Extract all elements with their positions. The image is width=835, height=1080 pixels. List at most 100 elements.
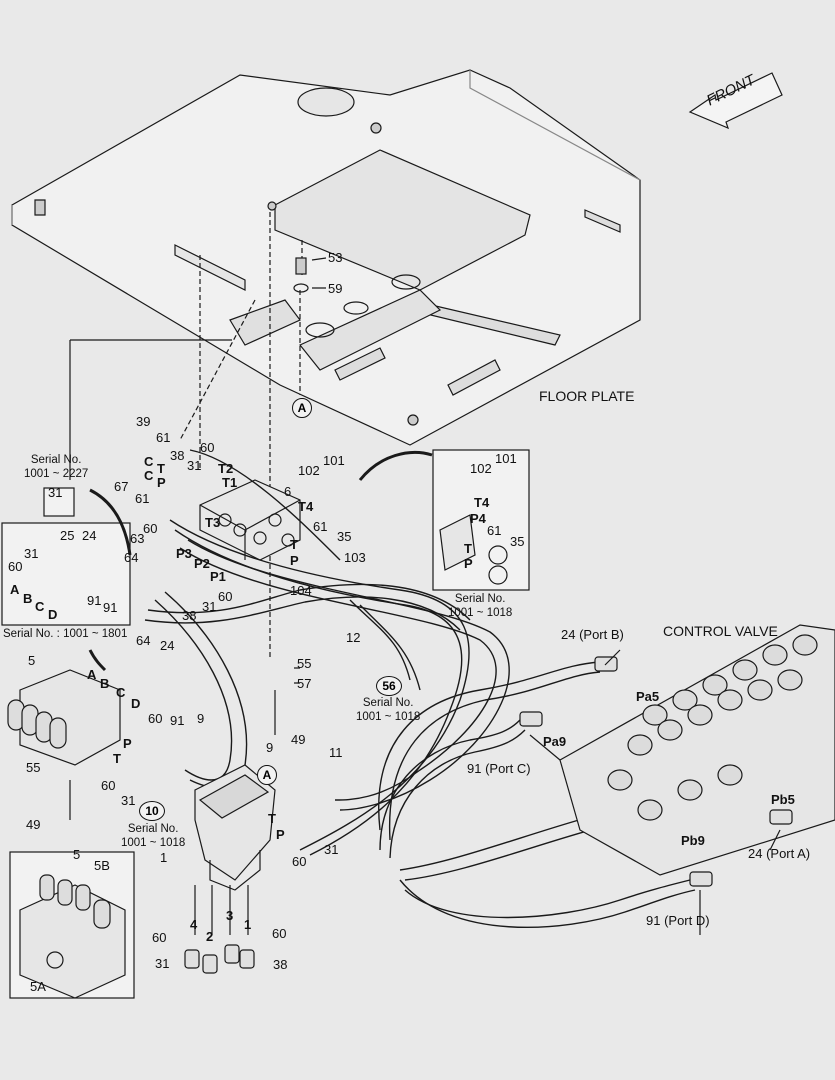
port-d: D	[131, 696, 141, 711]
port-p3: P3	[176, 546, 192, 561]
pb9-label: Pb9	[681, 833, 705, 848]
part-31: 31	[202, 599, 217, 614]
port-p1: P1	[210, 569, 226, 584]
serial-note-2227: Serial No. 1001 ~ 2227	[24, 454, 89, 480]
part-60: 60	[200, 440, 215, 455]
port-b: B	[100, 676, 110, 691]
part-102: 102	[298, 463, 320, 478]
inset2-part-91: 91	[87, 593, 102, 608]
inset2-part-24: 24	[82, 528, 97, 543]
serial-note-1018-mid: Serial No. 1001 ~ 1018	[356, 697, 421, 723]
valve-port-p: P	[276, 827, 285, 842]
part-60: 60	[272, 926, 287, 941]
inset2-part-25: 25	[60, 528, 75, 543]
callout-10: 10	[139, 801, 165, 821]
part-60: 60	[143, 521, 158, 536]
port-t1: T1	[222, 475, 238, 490]
part-49: 49	[291, 732, 306, 747]
port-p-block: P	[290, 553, 299, 568]
part-61: 61	[135, 491, 150, 506]
distribution-block	[199, 479, 301, 561]
port-t2: T2	[218, 461, 234, 476]
inset-part-101: 101	[495, 451, 517, 466]
part-35: 35	[337, 529, 352, 544]
part-6: 6	[284, 484, 292, 499]
port-d-label: 91 (Port D)	[646, 913, 710, 928]
part-101: 101	[323, 453, 345, 468]
pilot-port-4: 4	[190, 917, 198, 932]
pb5-label: Pb5	[771, 792, 795, 807]
part-63: 63	[130, 531, 145, 546]
hose-port-c	[379, 719, 521, 851]
inset2-part-60: 60	[8, 559, 23, 574]
part-31: 31	[187, 458, 202, 473]
port-c-label: 91 (Port C)	[467, 761, 531, 776]
part-31: 31	[48, 485, 63, 500]
inset-port-c: C	[35, 599, 45, 614]
part-5B: 5B	[94, 858, 110, 873]
front-arrow	[688, 72, 783, 130]
part-12: 12	[346, 630, 361, 645]
part-55: 55	[26, 760, 41, 775]
port-c2: C	[144, 468, 154, 483]
pilot-port-1: 1	[244, 917, 252, 932]
part-104: 104	[290, 583, 312, 598]
port-t3: T3	[205, 515, 221, 530]
inset-port-a: A	[10, 582, 20, 597]
part-38: 38	[273, 957, 288, 972]
pilot-port-2: 2	[206, 929, 214, 944]
floor-plate-label: FLOOR PLATE	[539, 388, 635, 404]
port-t: T	[157, 461, 165, 476]
part-60: 60	[292, 854, 307, 869]
part-67: 67	[114, 479, 129, 494]
pa9-label: Pa9	[543, 734, 567, 749]
inset-port-d: D	[48, 607, 58, 622]
callout-a-top: A	[292, 398, 312, 418]
part-1: 1	[160, 850, 168, 865]
part-61: 61	[156, 430, 171, 445]
part-38: 38	[182, 608, 197, 623]
pa5-label: Pa5	[636, 689, 660, 704]
part-39: 39	[136, 414, 151, 429]
part-38: 38	[170, 448, 185, 463]
part-64: 64	[136, 633, 151, 648]
port-c: C	[116, 685, 126, 700]
inset-part-35: 35	[510, 534, 525, 549]
part-64: 64	[124, 550, 139, 565]
part-31: 31	[121, 793, 136, 808]
part-60: 60	[152, 930, 167, 945]
hose-port-b	[378, 661, 601, 831]
part-31: 31	[155, 956, 170, 971]
part-57: 57	[297, 676, 312, 691]
serial-note-1018-low: Serial No. 1001 ~ 1018	[121, 823, 186, 849]
part-61: 61	[313, 519, 328, 534]
part-60: 60	[101, 778, 116, 793]
inset2-part-31: 31	[24, 546, 39, 561]
part-55: 55	[297, 656, 312, 671]
inset-port-b: B	[23, 591, 33, 606]
part-5: 5	[28, 653, 36, 668]
part-103: 103	[344, 550, 366, 565]
part-60: 60	[218, 589, 233, 604]
port-t4: T4	[298, 499, 314, 514]
port-c1: C	[144, 454, 154, 469]
valve-port-t: T	[268, 811, 276, 826]
inset-port-t: T	[464, 541, 472, 556]
part-5: 5	[73, 847, 81, 862]
port-p: P	[157, 475, 166, 490]
callout-a-valve: A	[257, 765, 277, 785]
port-b-label: 24 (Port B)	[561, 627, 624, 642]
pilot-port-3: 3	[226, 908, 234, 923]
part-60: 60	[148, 711, 163, 726]
hose-port-d	[404, 879, 691, 919]
part-31: 31	[324, 842, 339, 857]
part-9: 9	[197, 711, 205, 726]
part-59: 59	[328, 281, 343, 296]
part-11: 11	[329, 745, 343, 760]
serial-note-1801: Serial No. : 1001 ~ 1801	[3, 628, 128, 640]
part-49: 49	[26, 817, 41, 832]
inset-serial-1801	[1, 522, 131, 626]
inset-port-p: P	[464, 556, 473, 571]
